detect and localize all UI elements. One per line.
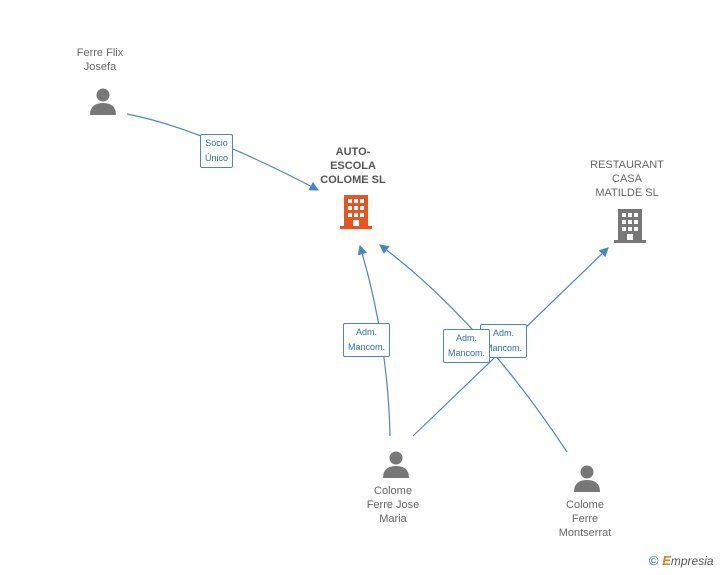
brand-name: mpresia xyxy=(670,554,714,568)
edge-colome-jose-to-restaurant xyxy=(412,247,609,437)
node-label-colome-montserrat[interactable]: Colome Ferre Montserrat xyxy=(558,499,612,539)
node-label-autoescola[interactable]: AUTO- ESCOLA COLOME SL xyxy=(320,146,386,186)
person-icon[interactable] xyxy=(90,88,116,116)
building-icon[interactable] xyxy=(614,209,646,243)
copyright-icon: © xyxy=(649,553,659,568)
relation-label-socio-unico[interactable]: Socio Único xyxy=(200,134,234,168)
relation-label-adm-mancom[interactable]: Adm. Mancom. xyxy=(443,329,491,363)
relation-label-adm-mancom[interactable]: Adm. Mancom. xyxy=(343,323,391,357)
node-label-ferre-flix[interactable]: Ferre Flix Josefa xyxy=(76,47,124,73)
node-label-colome-jose[interactable]: Colome Ferre Jose Maria xyxy=(366,485,420,525)
person-icon[interactable] xyxy=(574,465,600,493)
node-label-restaurant[interactable]: RESTAURANT CASA MATILDE SL xyxy=(590,159,664,199)
person-icon[interactable] xyxy=(383,451,409,479)
brand-logo-e: E xyxy=(662,553,671,568)
building-icon[interactable] xyxy=(340,195,372,229)
brand-footer: © Empresia xyxy=(649,553,714,568)
